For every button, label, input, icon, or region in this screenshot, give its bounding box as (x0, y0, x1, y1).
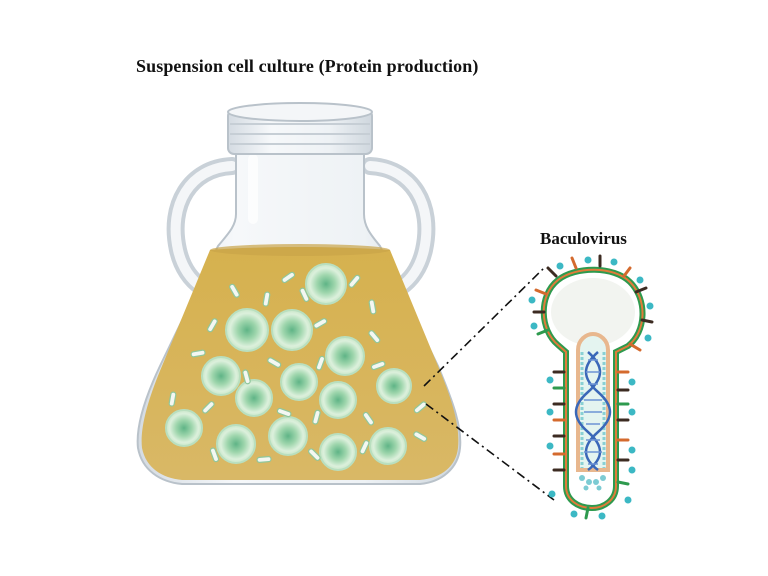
insect-cell-icon (319, 433, 357, 471)
virus-particle-icon (413, 431, 428, 442)
insect-cell-icon (201, 356, 241, 396)
virus-particle-icon (312, 409, 321, 425)
baculovirus-icon (528, 254, 654, 520)
insect-cell-icon (325, 336, 365, 376)
virus-particle-icon (262, 291, 271, 307)
insect-cell-icon (216, 424, 256, 464)
insect-cell-icon (319, 381, 357, 419)
insect-cell-icon (165, 409, 203, 447)
virus-particle-icon (308, 448, 321, 461)
insect-cell-icon (268, 416, 308, 456)
virus-particle-icon (267, 357, 282, 368)
insect-cell-icon (376, 368, 412, 404)
virus-particle-icon (368, 330, 381, 344)
virus-particle-icon (207, 318, 218, 333)
insect-cell-icon (235, 379, 273, 417)
virus-particle-icon (299, 287, 310, 302)
insect-cell-icon (225, 308, 269, 352)
virus-particle-icon (276, 407, 292, 418)
virus-particle-icon (190, 349, 206, 358)
virus-particle-icon (370, 360, 386, 371)
virus-particle-icon (348, 274, 361, 288)
virus-particle-icon (359, 440, 370, 455)
virus-particle-icon (413, 401, 427, 414)
insect-cell-icon (369, 427, 407, 465)
insect-cell-icon (271, 309, 313, 351)
virus-particle-icon (362, 411, 375, 426)
figure-title: Suspension cell culture (Protein product… (136, 56, 479, 76)
virus-particles (168, 271, 428, 463)
virus-particle-icon (242, 369, 251, 385)
virus-particle-icon (168, 391, 177, 407)
virus-particle-icon (281, 271, 296, 284)
virus-particle-icon (313, 318, 328, 329)
virus-particle-icon (202, 401, 215, 414)
virus-particle-icon (229, 283, 240, 298)
baculovirus-label: Baculovirus (540, 229, 627, 248)
virus-particle-icon (256, 456, 272, 463)
insect-cell-icon (305, 263, 347, 305)
virus-particle-icon (209, 447, 220, 463)
virus-particle-icon (368, 299, 377, 315)
virus-particle-icon (315, 355, 326, 371)
zoom-dashed-lines-icon (423, 267, 555, 501)
insect-cell-icon (280, 363, 318, 401)
insect-cells (165, 263, 412, 471)
